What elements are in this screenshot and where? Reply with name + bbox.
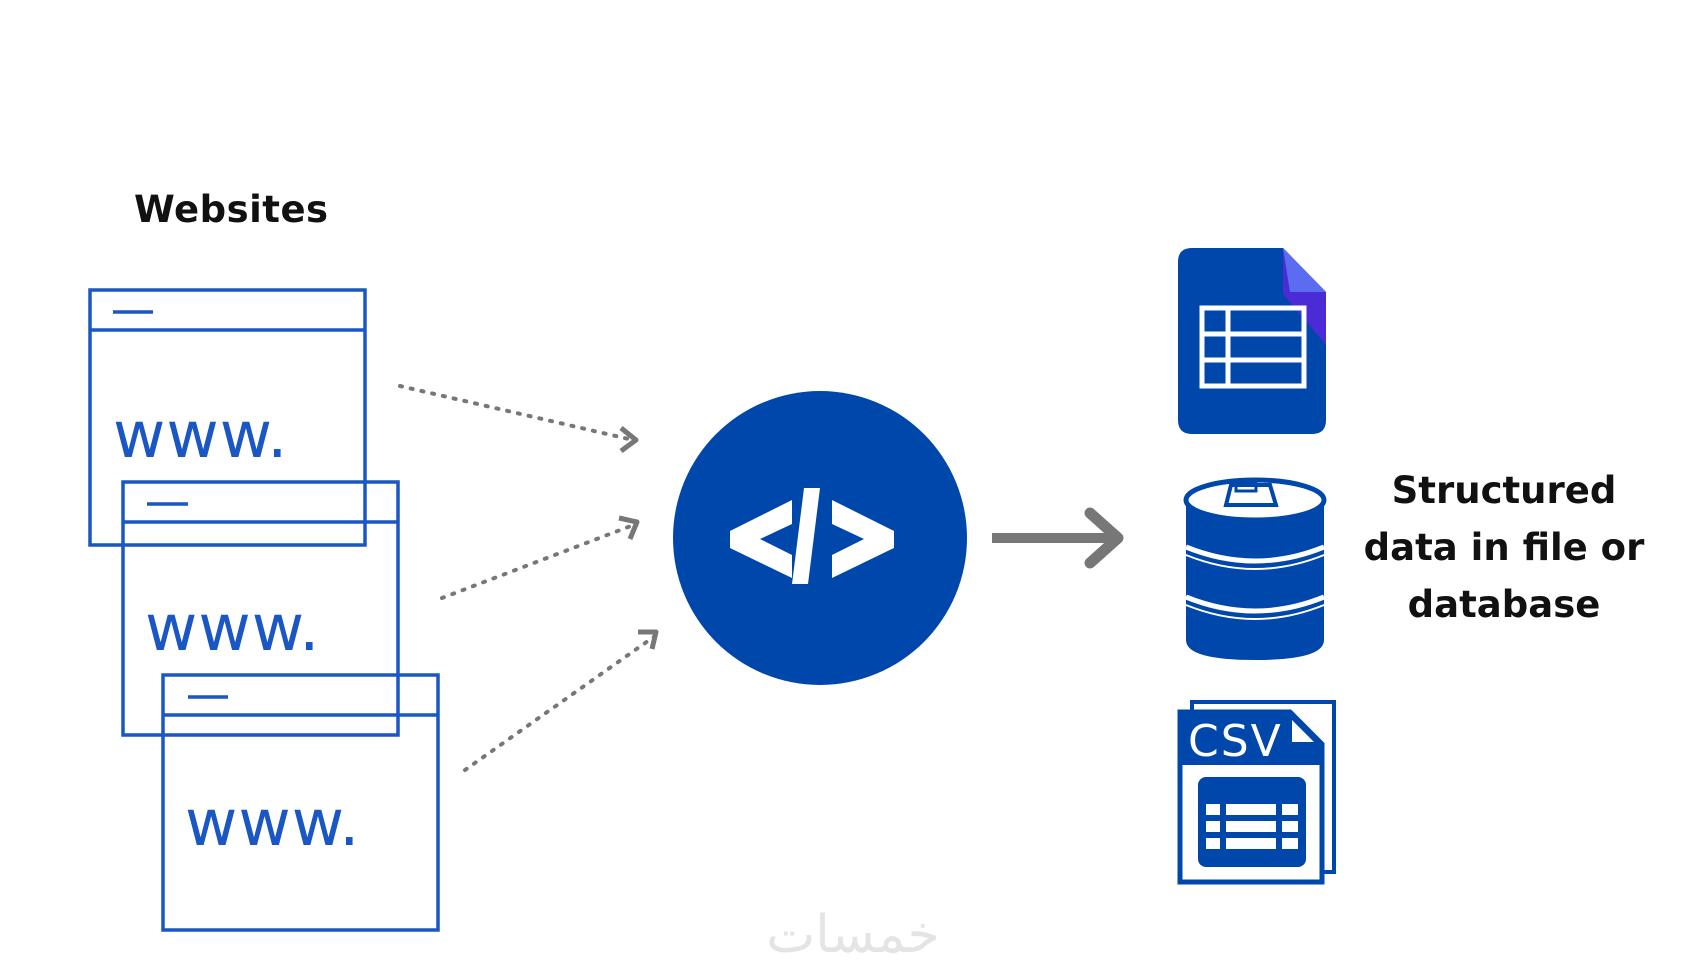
arrowhead-icon [1084,507,1124,569]
scraper-node [673,391,967,685]
dotted-arrow [440,515,640,600]
arrowhead-icon [619,426,639,454]
watermark: خمسات [766,905,940,965]
website-window: www. [88,288,367,547]
folder-icon [1223,483,1279,507]
website-window: www. [161,673,440,932]
website-window: www. [121,480,400,737]
csv-file-icon: CSV [1177,700,1336,885]
dotted-arrow [463,629,659,772]
dotted-arrow [398,384,639,454]
code-icon [730,488,894,584]
arrowhead-icon [638,629,659,650]
output-label-line: database [1407,583,1601,626]
websites-label: Websites [134,188,329,231]
database-icon [1183,477,1327,660]
arrowhead-icon [618,515,640,540]
website-url-text: www. [145,592,321,666]
output-label-line: Structured [1391,469,1617,512]
output-label-line: data in file or [1363,526,1645,569]
website-url-text: www. [185,787,361,861]
output-arrow [992,507,1124,569]
spreadsheet-icon [1178,248,1326,434]
csv-label: CSV [1188,716,1283,767]
website-url-text: www. [113,399,289,473]
output-label: Structured data in file or database [1354,462,1654,633]
